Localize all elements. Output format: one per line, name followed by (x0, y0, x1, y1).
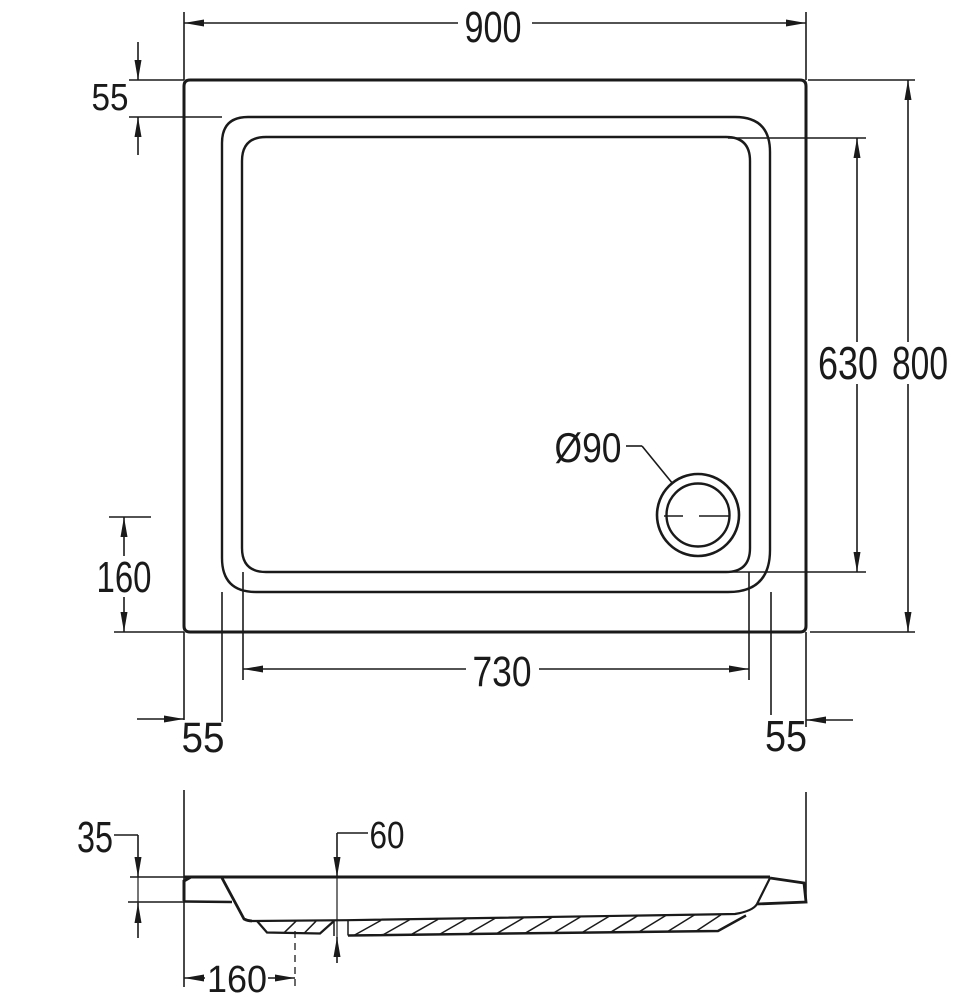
arrowhead (333, 857, 341, 877)
dim-label-total-depth: 60 (370, 815, 405, 857)
arrowhead (333, 937, 341, 957)
arrowhead (134, 60, 142, 80)
section-basin-wall-left (220, 877, 253, 923)
section-right-rim (756, 876, 808, 906)
arrowhead (243, 665, 263, 673)
arrowhead (120, 612, 128, 632)
section-floor-bottom (347, 914, 747, 937)
dim-inner-length: 630 (728, 137, 878, 573)
section-hatching (283, 914, 722, 937)
arrowhead (120, 517, 128, 537)
dim-overall-width: 900 (183, 3, 807, 80)
section-left-edge (182, 875, 192, 901)
drain-leader-line (641, 445, 674, 485)
arrowhead (164, 715, 184, 723)
arrowhead (729, 665, 749, 673)
arrowhead (134, 857, 142, 877)
dim-label-overall-width: 900 (465, 3, 522, 52)
basin-edge (240, 135, 752, 574)
arrowhead (806, 716, 826, 724)
dim-label-overall-height: 800 (892, 337, 948, 389)
dim-label-inner-width: 730 (473, 648, 532, 696)
arrowhead (275, 974, 295, 982)
dim-label-drain-diameter: Ø90 (555, 424, 622, 471)
tray-inner-rim-edge (220, 115, 772, 594)
section-view: 35 60 160 (77, 790, 808, 1000)
arrowhead (853, 138, 861, 158)
dim-overall-height: 800 (808, 79, 948, 633)
dim-label-rim-bottom-right: 55 (765, 712, 807, 761)
arrowhead (134, 903, 142, 923)
dim-drain-center-offset: 160 (97, 516, 184, 633)
dim-rim-bottom-right: 55 (765, 592, 853, 761)
arrowhead (904, 612, 912, 632)
arrowhead (134, 117, 142, 137)
dim-rim-top-left: 55 (92, 42, 222, 155)
section-floor-top (251, 877, 771, 923)
tray-outer-edge (182, 78, 808, 634)
dim-label-drain-center-offset: 160 (97, 553, 152, 602)
dim-label-inner-length: 630 (818, 337, 878, 389)
dim-drain-offset: 160 (184, 931, 296, 1000)
dim-rim-bottom-left: 55 (137, 592, 225, 762)
dim-label-drain-offset: 160 (207, 959, 267, 1000)
section-drain-sump (256, 920, 335, 935)
drain-inner-circle (665, 482, 731, 548)
dim-label-rim-bottom-left: 55 (182, 714, 225, 762)
dim-label-rim-height: 35 (77, 813, 113, 862)
arrowhead (853, 552, 861, 572)
section-left-rim-bottom (183, 900, 233, 904)
dim-total-depth: 60 (333, 815, 405, 963)
arrowhead (184, 19, 204, 27)
dim-label-rim-top-left: 55 (92, 77, 129, 119)
dim-rim-height: 35 (77, 813, 142, 938)
arrowhead (904, 80, 912, 100)
drain-outer-circle (655, 472, 741, 558)
plan-view: Ø90 900 55 630 (92, 3, 949, 762)
arrowhead (786, 19, 806, 27)
arrowhead (184, 974, 204, 982)
dim-inner-width: 730 (242, 572, 750, 696)
